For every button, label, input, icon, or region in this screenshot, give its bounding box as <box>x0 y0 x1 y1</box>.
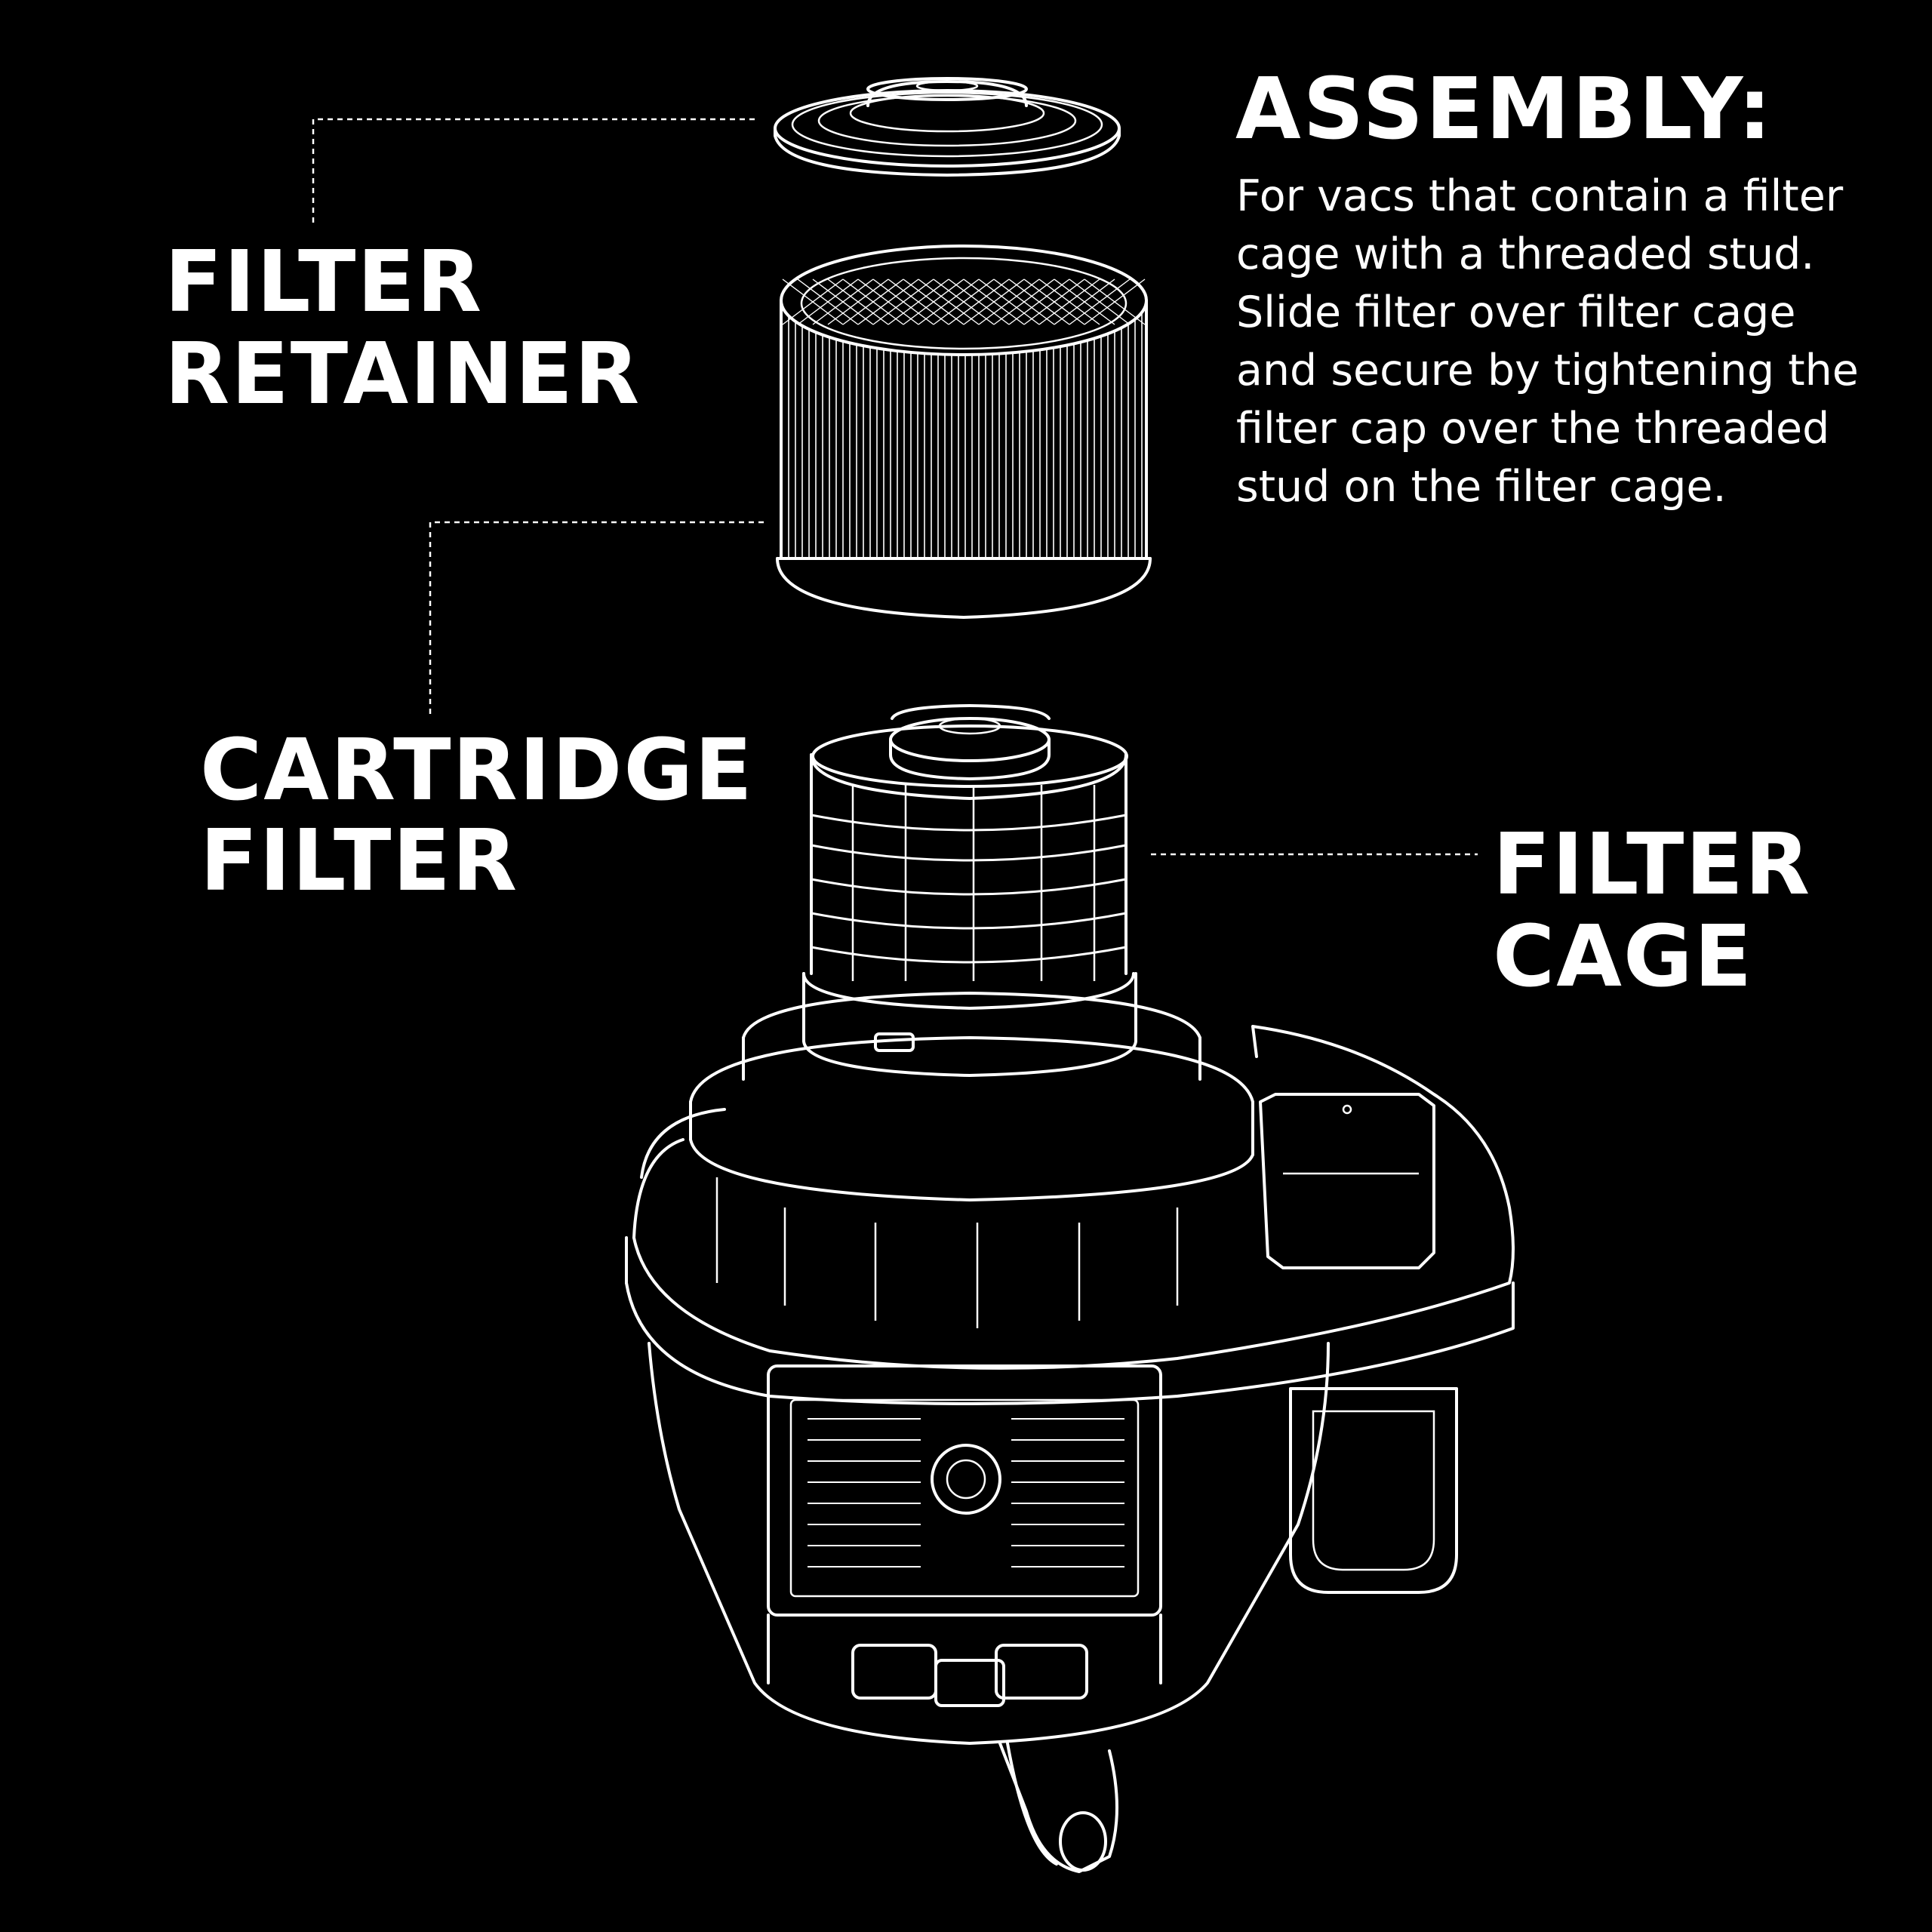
filter-cage-label: FILTER CAGE <box>1493 823 1811 999</box>
filter-retainer-label-line-1: FILTER <box>165 233 484 331</box>
assembly-line: stud on the filter cage. <box>1236 462 1727 512</box>
assembly-line: and secure by tightening the <box>1236 346 1859 395</box>
filter-pleats <box>788 312 1143 558</box>
front-grille <box>808 1418 1124 1567</box>
assembly-title: ASSEMBLY: <box>1235 60 1774 158</box>
assembly-line: filter cap over the threaded <box>1236 404 1830 454</box>
cartridge-leader-line <box>429 521 764 717</box>
assembly-line: cage with a threaded stud. <box>1236 229 1815 279</box>
filter-retainer-drawing <box>774 77 1121 177</box>
filter-mesh <box>782 278 1146 325</box>
filter-retainer-label: FILTER RETAINER <box>165 240 641 417</box>
cartridge-filter-label-line-2: FILTER <box>200 812 519 910</box>
cartridge-filter-label: CARTRIDGE FILTER <box>200 728 754 903</box>
assembly-line: Slide filter over filter cage <box>1236 288 1796 337</box>
assembly-line: For vacs that contain a filter <box>1236 171 1844 221</box>
cartridge-filter-label-line-1: CARTRIDGE <box>200 721 754 820</box>
cartridge-filter-drawing <box>776 245 1152 619</box>
assembly-instructions: For vacs that contain a filter cage with… <box>1236 168 1915 516</box>
filter-cage-drawing <box>625 704 1515 1873</box>
filter-retainer-label-line-2: RETAINER <box>165 325 641 423</box>
cage-ribs <box>811 785 1127 981</box>
leader-lines <box>312 118 1478 856</box>
filter-cage-label-line-2: CAGE <box>1493 908 1754 1006</box>
retainer-leader-line <box>312 118 755 226</box>
filter-cage-label-line-1: FILTER <box>1493 816 1812 914</box>
